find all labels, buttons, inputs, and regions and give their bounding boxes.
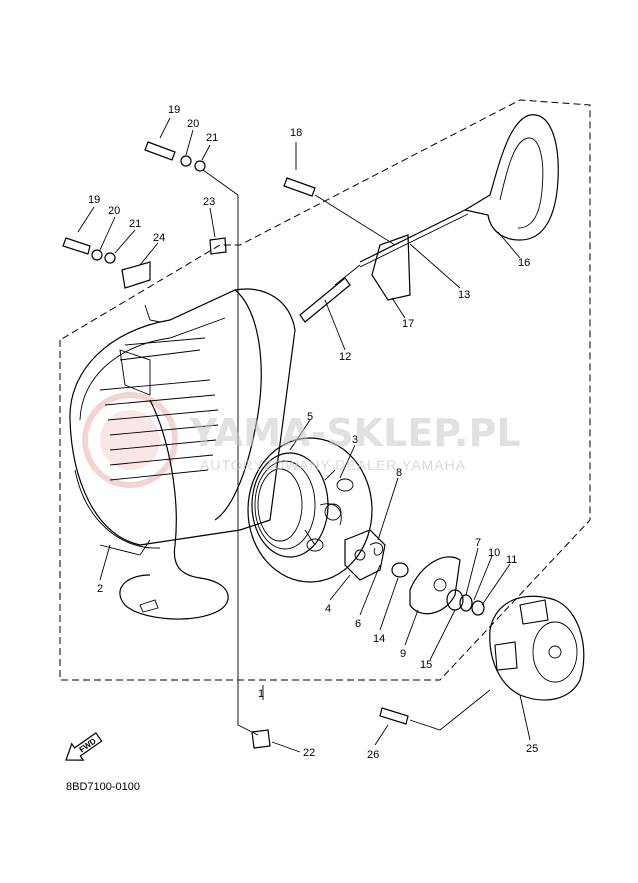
label-part-21-lower: 21 xyxy=(129,218,141,230)
label-part-20-upper: 20 xyxy=(187,118,199,130)
label-part-12: 12 xyxy=(339,351,351,363)
starter-handle xyxy=(463,114,559,241)
label-part-19-lower: 19 xyxy=(88,194,100,206)
bolt-19-lower xyxy=(62,237,91,255)
label-part-14: 14 xyxy=(373,633,385,645)
spacer-14 xyxy=(391,562,409,578)
nut-23 xyxy=(209,237,227,255)
label-part-5: 5 xyxy=(307,411,313,423)
washer-20-lower xyxy=(91,249,103,261)
label-part-2: 2 xyxy=(97,583,103,595)
drive-plate xyxy=(409,556,461,615)
drawing-code: 8BD7100-0100 xyxy=(66,781,140,793)
label-part-24: 24 xyxy=(153,232,165,244)
part-labels: 1 2 3 4 5 6 7 8 9 10 11 12 13 14 15 16 1… xyxy=(88,104,538,761)
nut-22 xyxy=(251,729,271,749)
ratchet-pawl xyxy=(344,529,386,581)
label-part-16: 16 xyxy=(518,257,530,269)
label-part-19-upper: 19 xyxy=(168,104,180,116)
starter-pulley xyxy=(489,595,585,701)
starter-rope xyxy=(359,209,466,263)
stop-switch-cord xyxy=(119,399,229,620)
label-part-20-lower: 20 xyxy=(108,205,120,217)
fwd-arrow-icon: FWD xyxy=(65,732,103,761)
label-part-23: 23 xyxy=(203,196,215,208)
watermark-logo-icon xyxy=(82,392,178,488)
washer-10 xyxy=(459,594,473,612)
bracket-24 xyxy=(121,261,151,289)
label-part-4: 4 xyxy=(325,603,331,615)
rope-guide xyxy=(299,277,351,323)
bolt-19-upper xyxy=(144,141,176,161)
sheave-drum xyxy=(247,437,373,583)
label-part-3: 3 xyxy=(352,434,358,446)
assembly-boundary xyxy=(59,99,591,681)
watermark-subtitle: AUTORYZOWANY DEALER YAMAHA xyxy=(200,457,466,473)
label-part-11: 11 xyxy=(506,554,517,566)
label-part-18: 18 xyxy=(290,127,302,139)
label-part-17: 17 xyxy=(402,318,414,330)
label-part-21-upper: 21 xyxy=(206,132,218,144)
label-part-7: 7 xyxy=(475,537,481,549)
pawl-spring xyxy=(369,542,384,556)
guide-bracket xyxy=(371,234,411,301)
watermark-title: YAMA-SKLEP.PL xyxy=(189,411,521,455)
label-part-9: 9 xyxy=(400,648,406,660)
washer-20-upper xyxy=(180,155,192,167)
label-part-8: 8 xyxy=(396,467,402,479)
washer-21-lower xyxy=(104,252,116,264)
label-part-6: 6 xyxy=(355,618,361,630)
label-part-13: 13 xyxy=(458,289,470,301)
bolt-26 xyxy=(379,707,409,725)
label-part-1: 1 xyxy=(258,688,264,700)
recoil-housing xyxy=(69,288,296,556)
label-part-26: 26 xyxy=(367,749,379,761)
label-part-25: 25 xyxy=(526,743,538,755)
label-part-22: 22 xyxy=(303,747,315,759)
label-part-15: 15 xyxy=(420,659,432,671)
washer-21-upper xyxy=(194,160,206,172)
leader-lines xyxy=(77,117,531,753)
label-part-10: 10 xyxy=(488,547,500,559)
bolt-18 xyxy=(283,177,316,197)
bolt-11 xyxy=(471,600,485,616)
